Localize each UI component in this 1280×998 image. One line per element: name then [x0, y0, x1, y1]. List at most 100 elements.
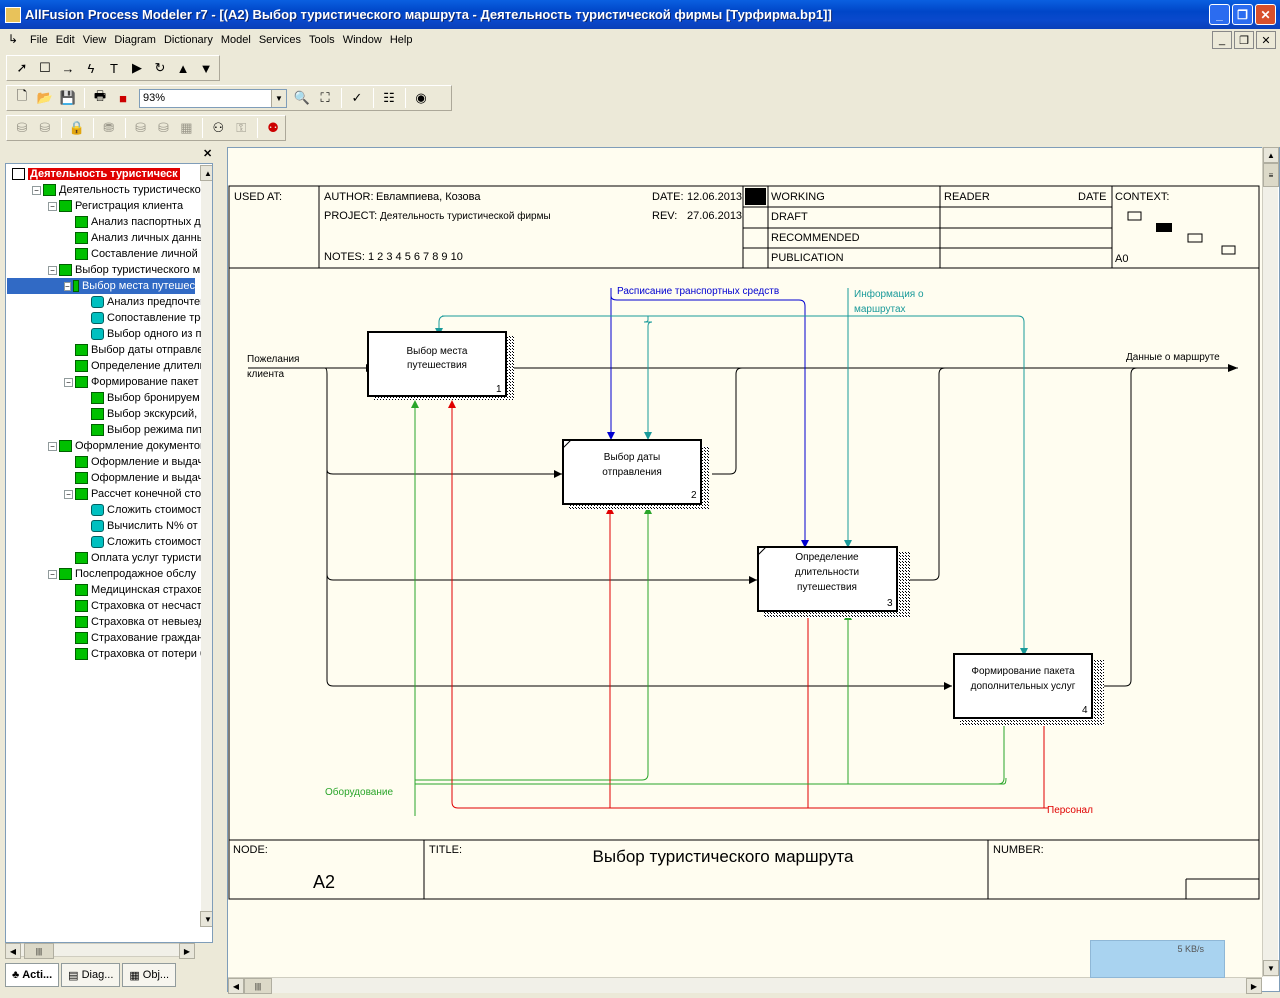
globe-icon[interactable]: ◉ — [415, 90, 427, 105]
tree-node[interactable]: −Выбор даты отправле — [64, 342, 203, 358]
menu-edit[interactable]: Edit — [55, 34, 75, 46]
tab-activities[interactable]: ♣Acti... — [5, 963, 60, 987]
tree-node[interactable]: −Выбор бронируем — [80, 390, 200, 406]
mdi-minimize-button[interactable]: _ — [1212, 31, 1232, 49]
mart-open-icon[interactable]: ⛃ — [103, 120, 115, 135]
scroll-up-icon[interactable]: ▲ — [1263, 147, 1279, 163]
mart-grid-icon[interactable]: ▦ — [180, 120, 193, 135]
scroll-left-icon[interactable]: ◀ — [228, 978, 244, 994]
box-tool-icon[interactable]: ☐ — [39, 60, 51, 75]
lock-icon[interactable]: 🔒 — [68, 120, 85, 135]
tree-node[interactable]: −Рассчет конечной сто — [64, 486, 201, 502]
menu-dictionary[interactable]: Dictionary — [163, 34, 213, 46]
go-down-icon[interactable]: ▼ — [199, 60, 213, 76]
mart-merge-icon[interactable]: ⛁ — [158, 120, 169, 135]
tree-node[interactable]: −Страховка от несчаст — [64, 598, 202, 614]
mdi-close-button[interactable]: ✕ — [1256, 31, 1276, 49]
scroll-up-icon[interactable]: ▲ — [200, 165, 212, 181]
print-icon[interactable]: 🖶 — [93, 88, 107, 103]
scroll-right-icon[interactable]: ▶ — [179, 943, 195, 959]
canvas-horizontal-scrollbar[interactable]: ◀ ||| ▶ — [228, 977, 1262, 994]
zoom-icon[interactable]: 🔍 — [293, 90, 311, 105]
menu-model[interactable]: Model — [220, 34, 251, 46]
tab-objects[interactable]: ▦Obj... — [122, 963, 177, 987]
scroll-left-icon[interactable]: ◀ — [5, 943, 21, 959]
zoom-fit-icon[interactable]: ⛶ — [320, 90, 330, 105]
tree-node[interactable]: −Оформление и выдача — [64, 470, 209, 486]
off-page-icon[interactable]: ↻ — [154, 60, 166, 75]
expand-collapse-icon[interactable]: − — [32, 185, 41, 195]
tree-node[interactable]: −Анализ паспортных да — [64, 214, 207, 230]
tree-node[interactable]: −Вычислить N% от с — [80, 518, 206, 534]
menu-file[interactable]: File — [30, 34, 48, 46]
mart-key-icon[interactable]: ⚿ — [236, 120, 247, 135]
minimize-button[interactable]: _ — [1209, 4, 1230, 25]
tree-node[interactable]: −Оформление документов — [48, 438, 206, 454]
tree-node[interactable]: −Анализ предпочтен — [80, 294, 206, 310]
tree-node[interactable]: −Анализ личных данны — [64, 230, 205, 246]
tree-node[interactable]: −Выбор туристического м — [48, 262, 200, 278]
color-icon[interactable]: ■ — [119, 90, 127, 106]
tree-node[interactable]: −Страховка от потери б — [64, 646, 206, 662]
menu-diagram[interactable]: Diagram — [114, 34, 156, 46]
scroll-thumb[interactable]: ||| — [244, 978, 272, 994]
tree-node[interactable]: −Оформление и выдача — [64, 454, 209, 470]
menu-view[interactable]: View — [82, 34, 107, 46]
expand-collapse-icon[interactable]: − — [64, 377, 73, 387]
expand-collapse-icon[interactable]: − — [48, 265, 57, 275]
tree-node[interactable]: −Сложить стоимост — [80, 534, 202, 550]
menu-window[interactable]: Window — [342, 34, 382, 46]
tree-node[interactable]: −Составление личной к — [64, 246, 206, 262]
tree-node[interactable]: −Деятельность туристическо — [32, 182, 201, 198]
open-icon[interactable]: 📂 — [36, 90, 54, 105]
text-tool-icon[interactable]: T — [110, 60, 118, 76]
tree-node[interactable]: −Страхование граждан — [64, 630, 203, 646]
tab-diagrams[interactable]: ▤Diag... — [61, 963, 121, 987]
tree-node[interactable]: −Послепродажное обслу — [48, 566, 196, 582]
menu-tools[interactable]: Tools — [309, 34, 335, 46]
zoom-combo[interactable]: 93% ▼ — [139, 88, 287, 108]
goto-sibling-icon[interactable]: ▶ — [132, 60, 142, 75]
model-explorer-icon[interactable]: ☷ — [383, 90, 395, 105]
scroll-down-icon[interactable]: ▼ — [200, 911, 212, 927]
tree-node[interactable]: −Сопоставление тре — [80, 310, 206, 326]
mart-save-icon[interactable]: ⛁ — [135, 120, 147, 135]
menu-help[interactable]: Help — [389, 34, 413, 46]
tree-horizontal-scrollbar[interactable]: ◀ ||| ▶ — [5, 943, 195, 959]
expand-collapse-icon[interactable]: − — [48, 201, 57, 211]
pointer-tool-icon[interactable]: ➚ — [16, 60, 28, 75]
mart-connect-icon[interactable]: ⛁ — [16, 120, 28, 135]
diagram-canvas[interactable]: USED AT: AUTHOR: Евлампиева, Козова PROJ… — [227, 147, 1280, 992]
maximize-button[interactable]: ❐ — [1232, 4, 1253, 25]
tree-node[interactable]: Деятельность туристическ — [12, 166, 180, 182]
go-up-icon[interactable]: ▲ — [176, 60, 190, 76]
expand-collapse-icon[interactable]: − — [48, 441, 57, 451]
tree-node[interactable]: −Медицинская страхов — [64, 582, 203, 598]
scroll-down-icon[interactable]: ▼ — [1263, 960, 1279, 976]
expand-collapse-icon[interactable]: − — [48, 569, 57, 579]
document-icon[interactable]: ↳ — [8, 32, 19, 46]
tree-node[interactable]: −Выбор режима пит — [80, 422, 203, 438]
mart-users-icon[interactable]: ⚇ — [212, 120, 225, 135]
zoom-dropdown-icon[interactable]: ▼ — [271, 89, 286, 107]
tree-node[interactable]: −Выбор одного из п — [80, 326, 201, 342]
canvas-vertical-scrollbar[interactable]: ▲ ≡ ▼ — [1262, 147, 1279, 977]
save-icon[interactable]: 💾 — [59, 90, 77, 105]
mart-disconnect-icon[interactable]: ⛁ — [39, 120, 51, 135]
squiggle-tool-icon[interactable]: ϟ — [87, 60, 95, 76]
panel-close-icon[interactable]: ✕ — [203, 148, 213, 160]
tree-node[interactable]: −Страховка от невыезд — [64, 614, 205, 630]
menu-services[interactable]: Services — [258, 34, 301, 46]
scroll-right-icon[interactable]: ▶ — [1246, 978, 1262, 994]
tree-node[interactable]: −Выбор места путешес — [7, 278, 195, 294]
mart-people-icon[interactable]: ⚉ — [267, 120, 279, 135]
spell-check-icon[interactable]: ✓ — [351, 90, 363, 105]
mdi-restore-button[interactable]: ❐ — [1234, 31, 1254, 49]
tree-node[interactable]: −Сложить стоимост — [80, 502, 202, 518]
arrow-tool-icon[interactable]: → — [61, 60, 75, 76]
close-button[interactable]: ✕ — [1255, 4, 1276, 25]
tree-node[interactable]: −Выбор экскурсий, — [80, 406, 197, 422]
tree-node[interactable]: −Регистрация клиента — [48, 198, 183, 214]
expand-collapse-icon[interactable]: − — [64, 281, 71, 291]
tree-node[interactable]: −Оплата услуг туристи — [64, 550, 201, 566]
